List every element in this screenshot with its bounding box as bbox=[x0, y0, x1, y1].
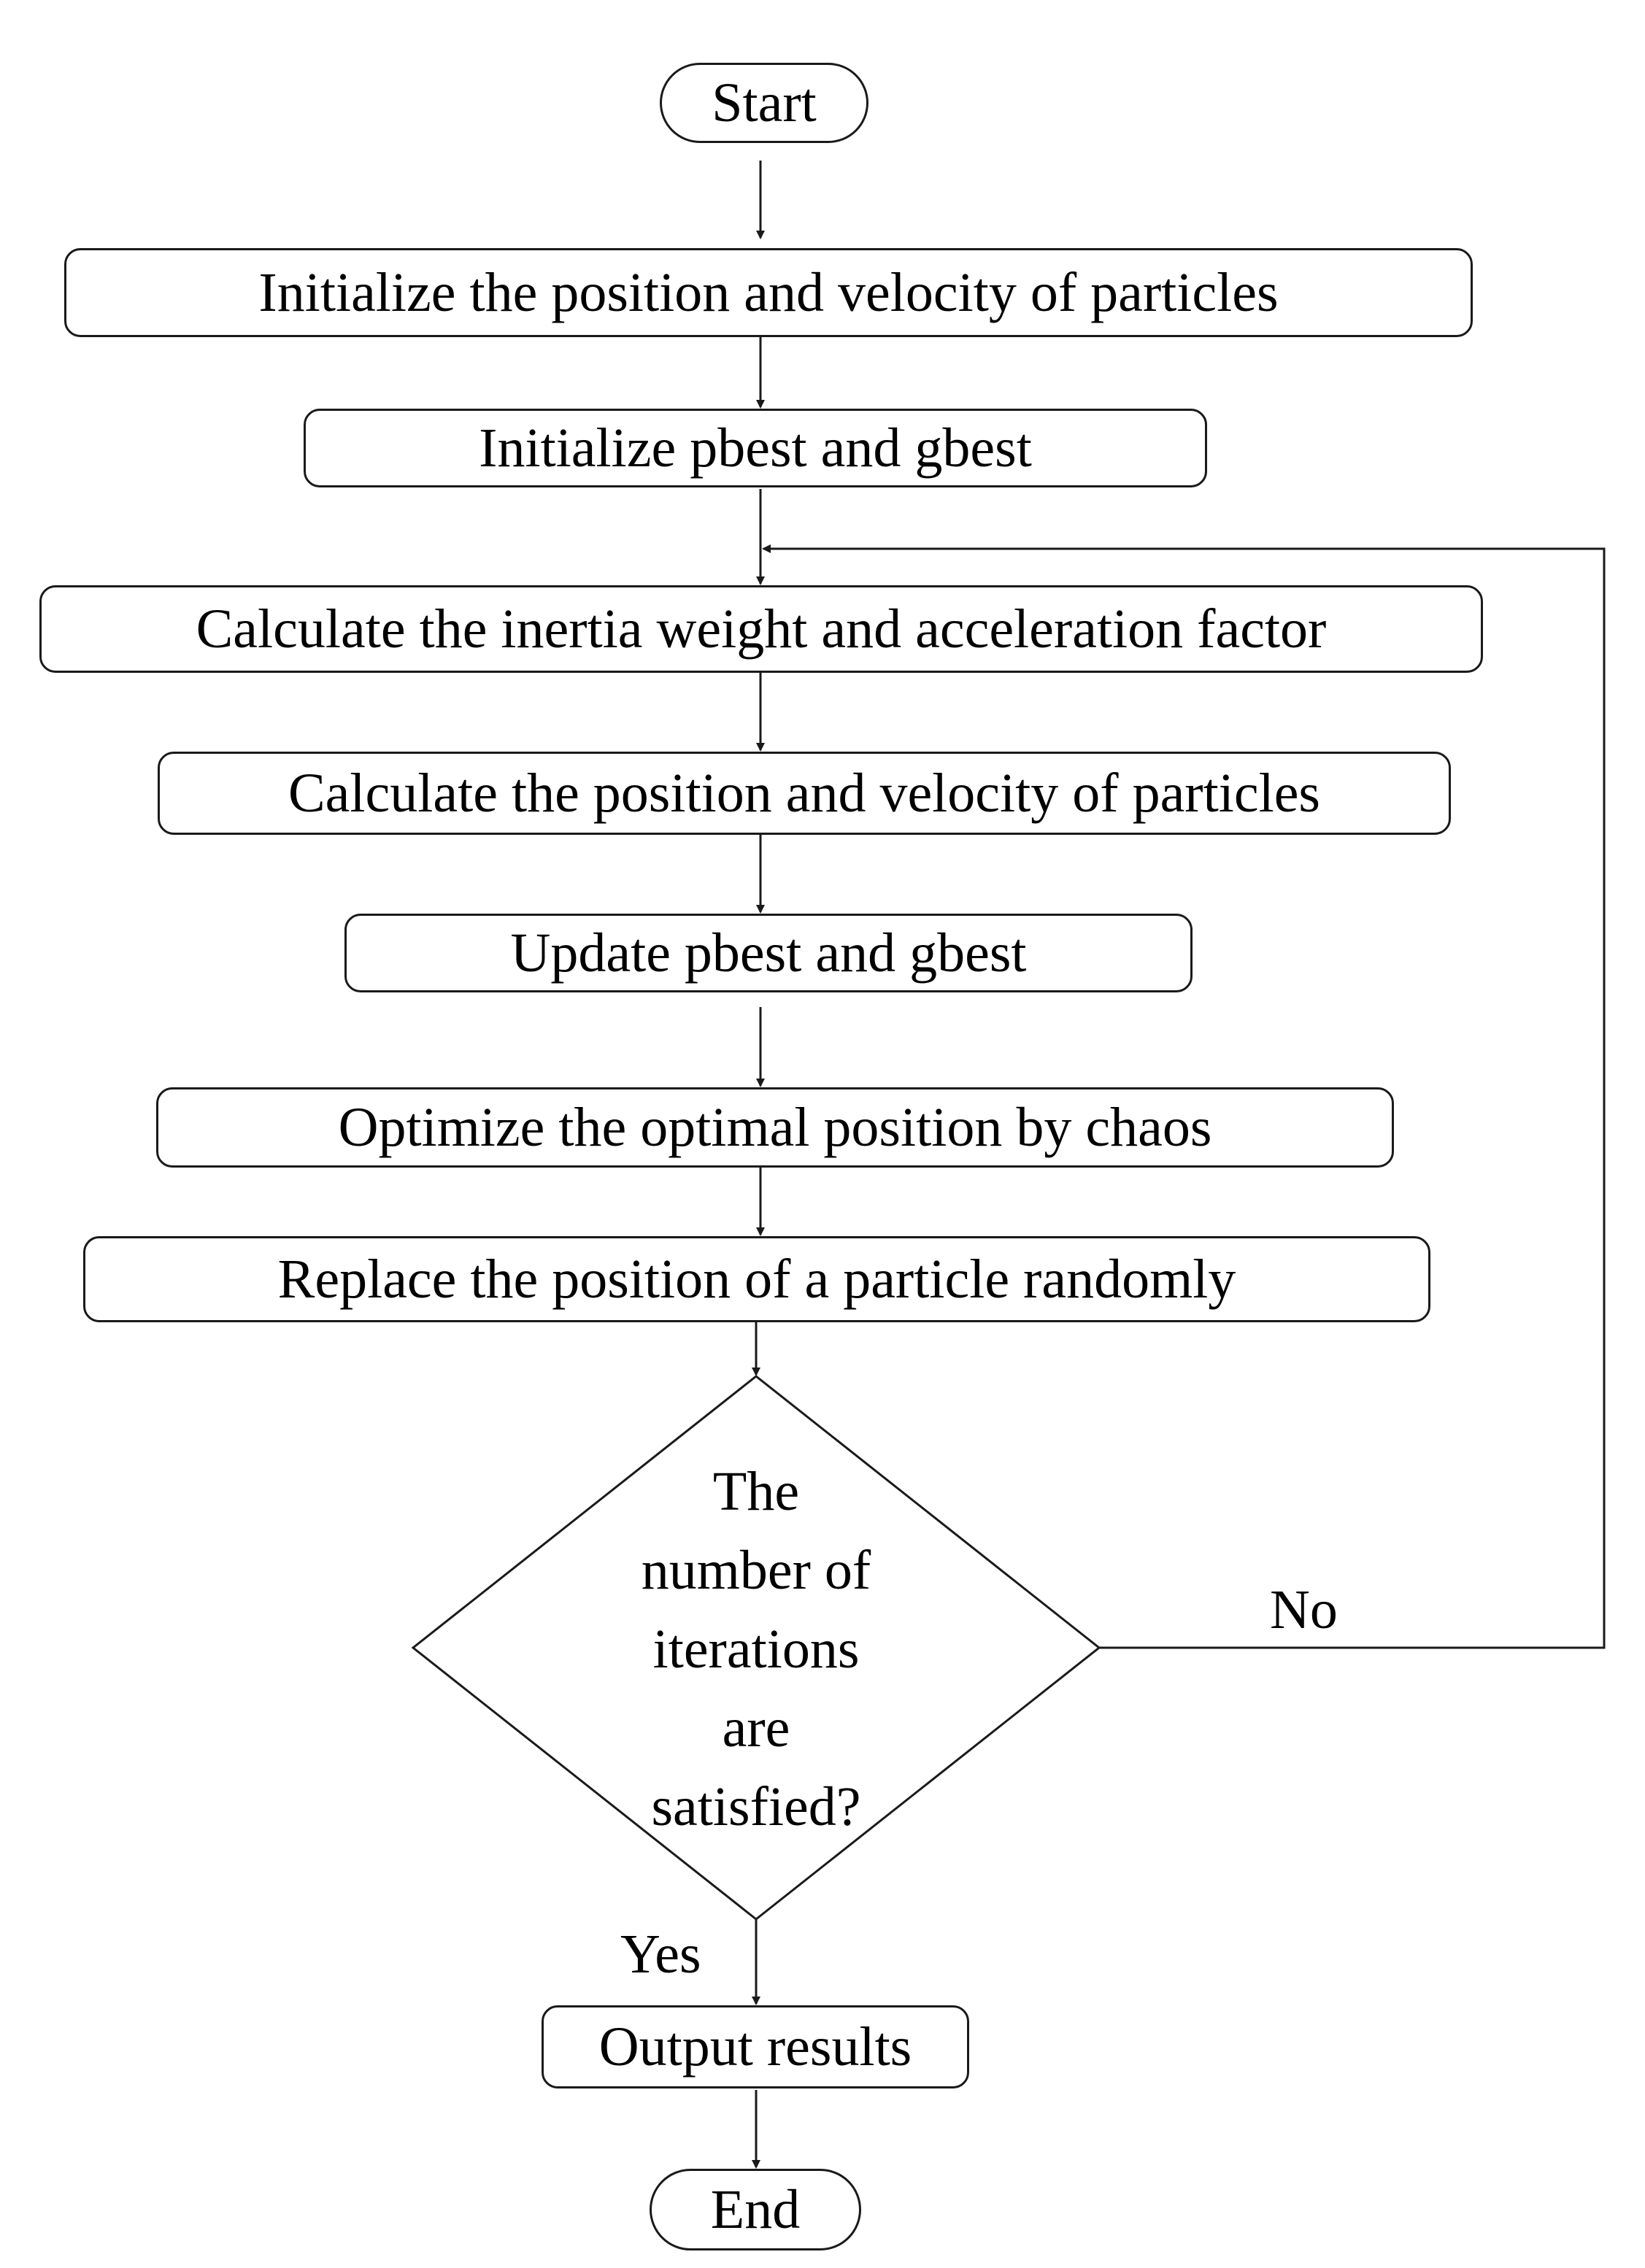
yes-label: Yes bbox=[620, 1924, 701, 1985]
start-terminal: Start bbox=[660, 63, 868, 143]
loop-back-no-path bbox=[762, 544, 1606, 1649]
step-replace-particle: Replace the position of a particle rando… bbox=[83, 1236, 1430, 1322]
decision-line-1: The bbox=[712, 1461, 800, 1522]
no-label: No bbox=[1270, 1579, 1338, 1640]
step-optimize-chaos: Optimize the optimal position by chaos bbox=[156, 1087, 1394, 1168]
decision-line-2: number of bbox=[641, 1540, 871, 1601]
step-update-pbest-gbest: Update pbest and gbest bbox=[344, 914, 1193, 992]
decision-line-3: iterations bbox=[652, 1619, 860, 1680]
decision-line-4: are bbox=[722, 1697, 790, 1759]
end-terminal: End bbox=[650, 2169, 861, 2250]
decision-line-5: satisfied? bbox=[651, 1776, 861, 1837]
step-calc-position-velocity: Calculate the position and velocity of p… bbox=[158, 752, 1451, 835]
step-init-pbest-gbest: Initialize pbest and gbest bbox=[304, 409, 1207, 487]
decision-text: The number of iterations are satisfied? bbox=[574, 1452, 939, 1846]
step-init-position-velocity: Initialize the position and velocity of … bbox=[64, 248, 1473, 337]
step-calc-inertia-weight: Calculate the inertia weight and acceler… bbox=[39, 585, 1483, 673]
output-results-box: Output results bbox=[542, 2005, 969, 2088]
